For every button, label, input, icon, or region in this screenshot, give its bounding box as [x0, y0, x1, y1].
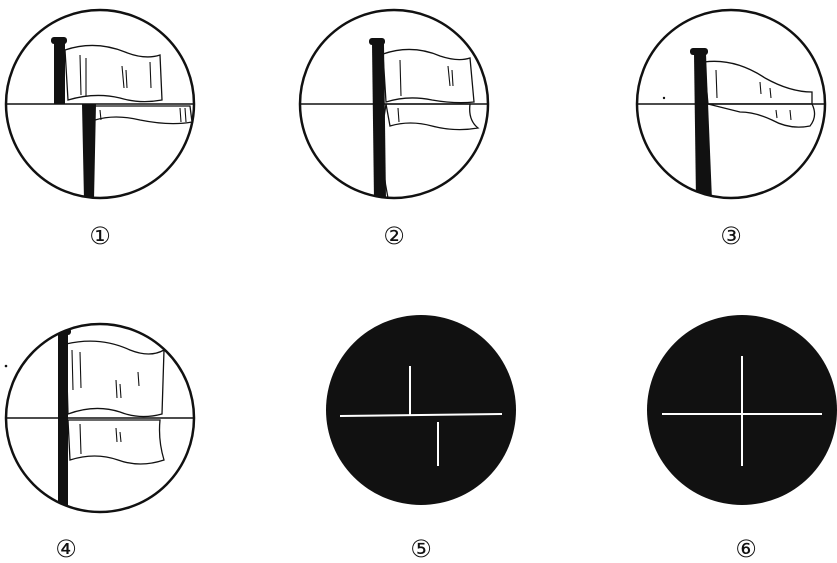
view-1: ①	[6, 10, 194, 250]
view-4: ④	[5, 324, 194, 563]
view-1-label: ①	[89, 222, 111, 250]
view-6-label: ⑥	[735, 535, 757, 563]
view-6: ⑥	[647, 315, 837, 563]
view-5-field	[326, 315, 516, 505]
view-4-label: ④	[55, 535, 77, 563]
view-5: ⑤	[326, 315, 516, 563]
view-2: ②	[300, 10, 488, 250]
view-2-label: ②	[383, 222, 405, 250]
view-3: ③	[637, 10, 825, 250]
view-5-label: ⑤	[410, 535, 432, 563]
view-3-label: ③	[720, 222, 742, 250]
